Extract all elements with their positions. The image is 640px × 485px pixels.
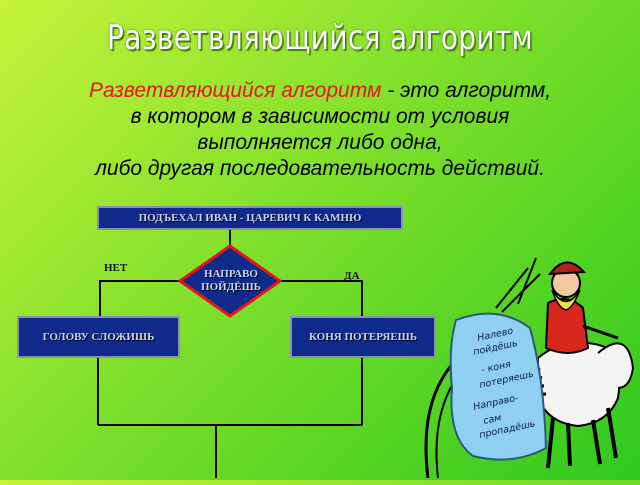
start-block: ПОДЪЕХАЛ ИВАН - ЦАРЕВИЧ К КАМНЮ [97, 206, 403, 230]
condition-diamond [177, 244, 283, 318]
no-action-block: ГОЛОВУ СЛОЖИШЬ [17, 316, 180, 358]
knight-at-stone-illustration: Налево пойдёшь - коня потеряешь Направо-… [418, 238, 640, 480]
stone-text-line: сам [482, 412, 502, 427]
rider-beard [551, 289, 581, 311]
no-branch-label: НЕТ [104, 262, 128, 274]
road-stone [449, 312, 548, 461]
definition-line-3: выполняется либо одна, [197, 131, 443, 154]
definition-text: Разветвляющийся алгоритм - это алгоритм,… [40, 78, 600, 182]
yes-action-block: КОНЯ ПОТЕРЯЕШЬ [290, 316, 436, 358]
rider-hat [547, 261, 587, 276]
condition-line-2: ПОЙДЁШЬ [201, 281, 261, 293]
yes-branch-label: ДА [344, 270, 360, 282]
connector-yes-branch [278, 280, 363, 316]
definition-line-1: Разветвляющийся алгоритм - это алгоритм, [40, 78, 600, 104]
condition-line-1: НАПРАВО [204, 268, 258, 280]
horse-legs [546, 407, 618, 469]
illustration-drawing: Налево пойдёшь - коня потеряешь Направо-… [424, 257, 635, 479]
horse-head [597, 342, 635, 389]
connector-no-branch [99, 280, 182, 316]
rider-arm [582, 324, 619, 340]
definition-line-2: в котором в зависимости от условия [130, 105, 510, 128]
definition-line-4: либо другая последовательность действий. [95, 157, 545, 180]
arrows [495, 257, 541, 313]
definition-term: Разветвляющийся алгоритм [88, 79, 382, 102]
condition-label: НАПРАВО ПОЙДЁШЬ [185, 268, 277, 294]
slide-title: Разветвляющийся алгоритм [106, 18, 534, 58]
definition-line-1-rest: - это алгоритм, [381, 79, 552, 102]
